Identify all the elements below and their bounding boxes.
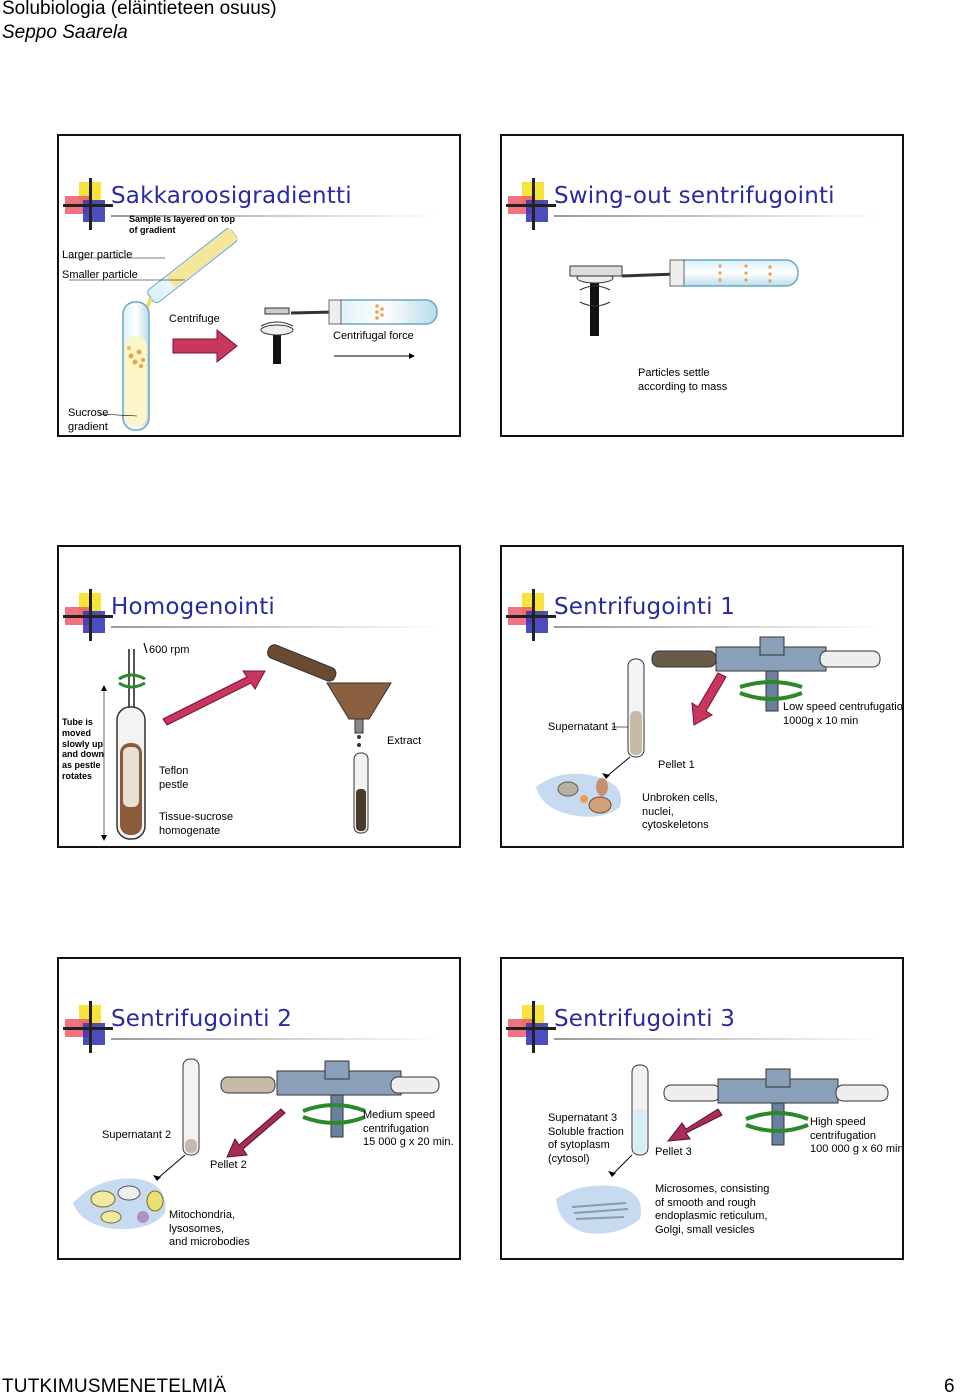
slide-title: Sentrifugointi 1 <box>554 594 736 620</box>
title-underline <box>111 626 441 628</box>
slide-title: Sakkaroosigradientti <box>111 183 352 209</box>
label-high-speed: High speed centrifugation 100 000 g x 60… <box>810 1116 904 1155</box>
title-underline <box>554 626 884 628</box>
label-rpm: 600 rpm <box>149 644 190 656</box>
slide-logo-icon <box>506 589 556 641</box>
label-low-speed: Low speed centrufugation 1000g x 10 min <box>783 701 904 727</box>
slide-sentrifugointi-1: Sentrifugointi 1 Supernatant 1 Pellet 1 … <box>500 545 904 848</box>
footer-page-number: 6 <box>944 1376 955 1397</box>
slide-logo-icon <box>506 1001 556 1053</box>
label-mitochondria: Mitochondria, lysosomes, and microbodies <box>169 1209 250 1248</box>
slide-logo-icon <box>506 178 556 230</box>
slide-sentrifugointi-2: Sentrifugointi 2 Supernatant 2 Pellet 2 … <box>57 957 461 1260</box>
label-supernatant-2: Supernatant 2 <box>102 1129 172 1141</box>
label-sample: Sample is layered on top of gradient <box>129 214 236 235</box>
footer-course-title: TUTKIMUSMENETELMIÄ <box>2 1376 227 1397</box>
slide-logo-icon <box>63 178 113 230</box>
title-underline <box>554 1038 884 1040</box>
centrifugation-1-illustration <box>536 636 881 817</box>
label-tube-moved: Tube is moved slowly up and down as pest… <box>62 717 104 781</box>
label-teflon-pestle: Teflon pestle <box>159 765 189 791</box>
title-underline <box>111 1038 441 1040</box>
label-pellet-3: Pellet 3 <box>655 1146 692 1158</box>
label-larger-particle: Larger particle <box>62 249 133 261</box>
label-supernatant-3: Supernatant 3 Soluble fraction of sytopl… <box>548 1112 624 1165</box>
slide-title: Homogenointi <box>111 594 276 620</box>
slide-swing-out-sentrifugointi: Swing-out sentrifugointi Particles settl… <box>500 134 904 437</box>
label-tissue-homogenate: Tissue-sucrose homogenate <box>159 811 234 837</box>
label-particles-settle: Particles settle according to mass <box>638 367 728 393</box>
label-pellet-1: Pellet 1 <box>658 759 695 771</box>
document-title: Solubiologia (eläintieteen osuus) <box>2 0 277 19</box>
label-pellet-2: Pellet 2 <box>210 1159 247 1171</box>
centrifugation-3-illustration <box>556 1064 889 1234</box>
slide-title: Sentrifugointi 3 <box>554 1006 736 1032</box>
label-centrifugal-force: Centrifugal force <box>333 330 414 342</box>
slide-logo-icon <box>63 589 113 641</box>
document-author: Seppo Saarela <box>2 22 128 43</box>
label-smaller-particle: Smaller particle <box>62 269 138 281</box>
label-unbroken-cells: Unbroken cells, nuclei, cytoskeletons <box>642 792 718 831</box>
slide-logo-icon <box>63 1001 113 1053</box>
label-centrifuge: Centrifuge <box>169 313 220 325</box>
homogenization-illustration <box>101 642 392 841</box>
slide-title: Sentrifugointi 2 <box>111 1006 293 1032</box>
swing-out-illustration <box>569 259 799 336</box>
gradient-illustration <box>69 227 438 431</box>
label-extract: Extract <box>387 735 422 747</box>
label-medium-speed: Medium speed centrifugation 15 000 g x 2… <box>363 1109 454 1148</box>
label-supernatant-1: Supernatant 1 <box>548 721 618 733</box>
slide-title: Swing-out sentrifugointi <box>554 183 835 209</box>
slide-sakkaroosigradientti: Sakkaroosigradientti <box>57 134 461 437</box>
label-microsomes: Microsomes, consisting of smooth and rou… <box>655 1183 770 1236</box>
title-underline <box>554 215 884 217</box>
title-underline <box>111 215 441 217</box>
label-sucrose-gradient: Sucrose gradient <box>68 407 109 433</box>
slide-homogenointi: Homogenointi 600 rpm Tube is moved slowl… <box>57 545 461 848</box>
centrifugation-2-illustration <box>73 1058 440 1230</box>
slide-sentrifugointi-3: Sentrifugointi 3 Supernatant 3 Soluble f… <box>500 957 904 1260</box>
